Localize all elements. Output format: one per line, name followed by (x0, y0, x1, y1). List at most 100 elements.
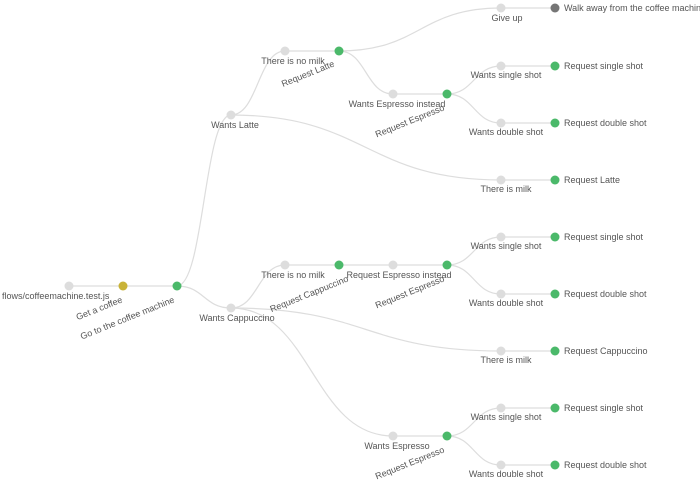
node-marker[interactable] (226, 110, 236, 120)
node-marker[interactable] (496, 289, 506, 299)
tree-node-capp-nomilk-req[interactable]: Request Cappuccino (269, 260, 350, 315)
node-marker[interactable] (280, 260, 290, 270)
node-marker[interactable] (550, 289, 560, 299)
tree-node-c-ds-r[interactable]: Request double shot (550, 289, 648, 299)
tree-node-esp[interactable]: Wants Espresso (364, 431, 430, 452)
tree-node-latte[interactable]: Wants Latte (211, 110, 259, 131)
node-marker[interactable] (172, 281, 182, 291)
tree-node-capp-milk[interactable]: There is milk (480, 346, 532, 366)
node-marker[interactable] (64, 281, 74, 291)
node-label: Wants double shot (469, 298, 544, 308)
tree-link (230, 50, 286, 116)
tree-node-latte-nomilk-req[interactable]: Request Latte (280, 46, 344, 89)
tree-link (230, 264, 286, 309)
node-label: flows/coffeemachine.test.js (2, 291, 110, 301)
node-marker[interactable] (550, 118, 560, 128)
node-marker[interactable] (496, 61, 506, 71)
tree-node-capp[interactable]: Wants Cappuccino (199, 303, 275, 324)
tree-links (68, 7, 555, 466)
node-marker[interactable] (442, 431, 452, 441)
tree-node-latte-espinst-req[interactable]: Request Espresso (374, 89, 452, 140)
node-marker[interactable] (550, 61, 560, 71)
node-marker[interactable] (496, 403, 506, 413)
tree-node-latte-espinst[interactable]: Wants Espresso instead (349, 89, 446, 110)
node-marker[interactable] (550, 403, 560, 413)
node-label: Request Cappuccino (564, 346, 648, 356)
node-label: Wants double shot (469, 127, 544, 137)
tree-node-l-ds-r[interactable]: Request double shot (550, 118, 648, 128)
node-label: Wants single shot (471, 241, 542, 251)
node-label: Request Espresso instead (346, 270, 451, 280)
tree-node-latte-milk-r[interactable]: Request Latte (550, 175, 621, 185)
node-label: Wants single shot (471, 412, 542, 422)
node-marker[interactable] (388, 431, 398, 441)
node-marker[interactable] (496, 175, 506, 185)
tree-link (176, 114, 232, 287)
node-marker[interactable] (334, 260, 344, 270)
node-marker[interactable] (550, 346, 560, 356)
node-label: Give up (491, 13, 522, 23)
tree-link (338, 7, 502, 52)
node-marker[interactable] (118, 281, 128, 291)
tree-node-e-ss-r[interactable]: Request single shot (550, 403, 644, 413)
node-label: Request double shot (564, 118, 647, 128)
node-label: Request Latte (564, 175, 620, 185)
node-label: Request single shot (564, 403, 644, 413)
node-marker[interactable] (550, 175, 560, 185)
tree-node-l-ss[interactable]: Wants single shot (471, 61, 542, 81)
node-marker[interactable] (496, 232, 506, 242)
node-marker[interactable] (334, 46, 344, 56)
tree-link (176, 285, 232, 309)
tree-node-esp-req[interactable]: Request Espresso (374, 431, 452, 482)
node-marker[interactable] (280, 46, 290, 56)
tree-node-root[interactable]: flows/coffeemachine.test.js (2, 281, 110, 302)
tree-node-c-ss-r[interactable]: Request single shot (550, 232, 644, 242)
tree-link (446, 264, 502, 295)
node-marker[interactable] (496, 346, 506, 356)
tree-link (230, 307, 394, 437)
node-label: Walk away from the coffee machine (564, 3, 700, 13)
node-label: Wants Cappuccino (199, 313, 274, 323)
node-marker[interactable] (496, 3, 506, 13)
tree-node-latte-milk[interactable]: There is milk (480, 175, 532, 195)
tree-node-l-ss-r[interactable]: Request single shot (550, 61, 644, 71)
tree-node-e-ds-r[interactable]: Request double shot (550, 460, 648, 470)
node-marker[interactable] (496, 118, 506, 128)
node-label: Request single shot (564, 61, 644, 71)
node-label: Request double shot (564, 460, 647, 470)
tree-node-l-ds[interactable]: Wants double shot (469, 118, 544, 138)
node-marker[interactable] (496, 460, 506, 470)
tree-node-capp-milk-r[interactable]: Request Cappuccino (550, 346, 648, 356)
node-label: There is no milk (261, 56, 325, 66)
tree-node-capp-nomilk[interactable]: There is no milk (261, 260, 325, 281)
tree-node-latte-walk[interactable]: Walk away from the coffee machine (550, 3, 700, 13)
tree-node-c-ds[interactable]: Wants double shot (469, 289, 544, 309)
tree-link (446, 407, 502, 437)
node-marker[interactable] (550, 3, 560, 13)
tree-link (338, 50, 394, 95)
node-marker[interactable] (226, 303, 236, 313)
tree-node-capp-espinst-req[interactable]: Request Espresso (374, 260, 452, 311)
node-marker[interactable] (550, 232, 560, 242)
node-marker[interactable] (388, 260, 398, 270)
node-marker[interactable] (550, 460, 560, 470)
node-marker[interactable] (388, 89, 398, 99)
tree-node-latte-nomilk[interactable]: There is no milk (261, 46, 325, 67)
tree-node-capp-espinst[interactable]: Request Espresso instead (346, 260, 452, 281)
tree-link (446, 65, 502, 95)
node-marker[interactable] (442, 89, 452, 99)
node-label: Wants Espresso instead (349, 99, 446, 109)
tree-node-e-ss[interactable]: Wants single shot (471, 403, 542, 423)
node-label: Wants single shot (471, 70, 542, 80)
tree-link (446, 93, 502, 124)
node-marker[interactable] (442, 260, 452, 270)
tree-node-e-ds[interactable]: Wants double shot (469, 460, 544, 480)
node-label: There is milk (480, 184, 532, 194)
node-label: Wants Espresso (364, 441, 429, 451)
tree-node-latte-giveup[interactable]: Give up (491, 3, 523, 24)
node-label: Request double shot (564, 289, 647, 299)
node-label: There is milk (480, 355, 532, 365)
tree-node-c-ss[interactable]: Wants single shot (471, 232, 542, 252)
